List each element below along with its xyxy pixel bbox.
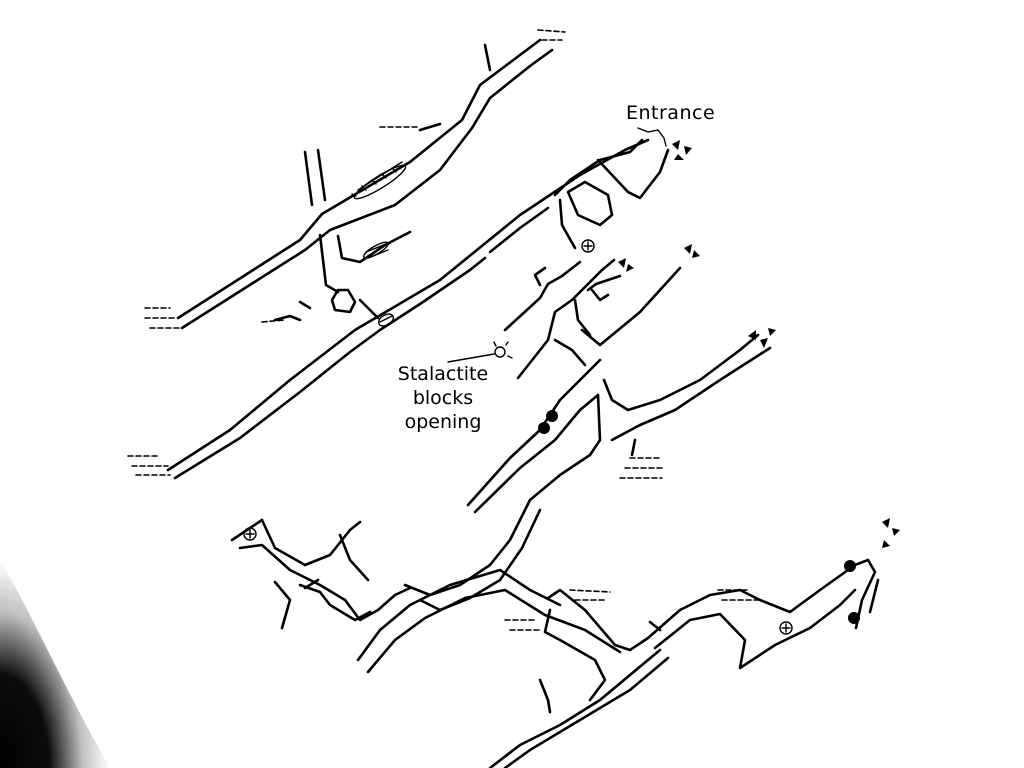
filled-dot-icon	[538, 410, 860, 624]
stalactite-label-line1: Stalactite	[397, 363, 489, 385]
entrance-label: Entrance	[626, 102, 716, 124]
central-passages	[403, 258, 772, 612]
stalactite-label-line2: blocks	[412, 387, 474, 409]
dashed-continuations-lower	[504, 589, 761, 631]
corner-shadow	[0, 560, 110, 768]
rubble-triangles-icon	[618, 140, 900, 548]
lower-passages	[230, 518, 880, 768]
cross-circle-icon	[243, 239, 793, 635]
entrance-leader	[637, 127, 667, 147]
hatched-oval-icon	[351, 161, 407, 327]
dashed-continuations-upper	[127, 29, 566, 476]
dashed-continuations-central	[619, 457, 666, 479]
stalactite-marker	[447, 341, 513, 363]
stalactite-label-line3: opening	[404, 411, 482, 433]
stalactite-label: Stalactite blocks opening	[394, 362, 492, 434]
upper-left-passage	[166, 38, 670, 480]
